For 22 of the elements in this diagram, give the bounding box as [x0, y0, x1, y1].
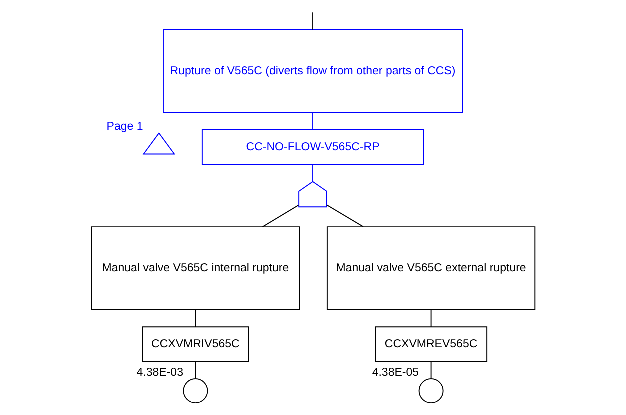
- node-box: Manual valve V565C external rupture: [326, 226, 536, 310]
- connector: [326, 204, 364, 228]
- node-box: Rupture of V565C (diverts flow from other parts of CCS): [162, 29, 463, 114]
- node-box: CCXVMRIV565C: [142, 326, 249, 362]
- connector: [262, 204, 299, 228]
- connector: [430, 361, 432, 380]
- node-box: CCXVMREV565C: [374, 326, 488, 362]
- node-box: Manual valve V565C internal rupture: [90, 226, 300, 310]
- node-circle: [182, 378, 208, 404]
- connector: [312, 164, 313, 182]
- node-box: CC-NO-FLOW-V565C-RP: [201, 129, 424, 166]
- connector: [312, 112, 313, 130]
- connector: [430, 309, 432, 328]
- node-gate: [298, 181, 327, 208]
- node-circle: [418, 378, 444, 404]
- connector: [312, 12, 313, 30]
- connector: [194, 361, 196, 380]
- node-label: 4.38E-03: [136, 366, 183, 379]
- connector: [194, 309, 196, 328]
- node-triangle: [142, 132, 175, 155]
- node-label: Page 1: [106, 121, 143, 134]
- node-label: 4.38E-05: [372, 366, 419, 379]
